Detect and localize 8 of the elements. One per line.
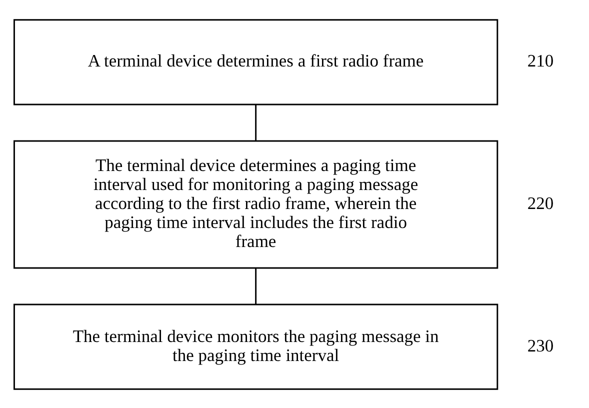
node-label: 220: [527, 192, 554, 213]
node-box: A terminal device determines a first radio frame: [14, 18, 498, 105]
node-box: The terminal device monitors the paging message in the paging time interval: [14, 303, 498, 390]
node-label: 230: [527, 334, 554, 355]
connector: [255, 104, 257, 140]
node-box: The terminal device determines a paging time interval used for monitoring a paging message according to the first radio frame, wherein the paging time interval includes the first radio frame: [14, 140, 498, 268]
node-label: 210: [527, 50, 554, 70]
connector: [255, 268, 257, 304]
